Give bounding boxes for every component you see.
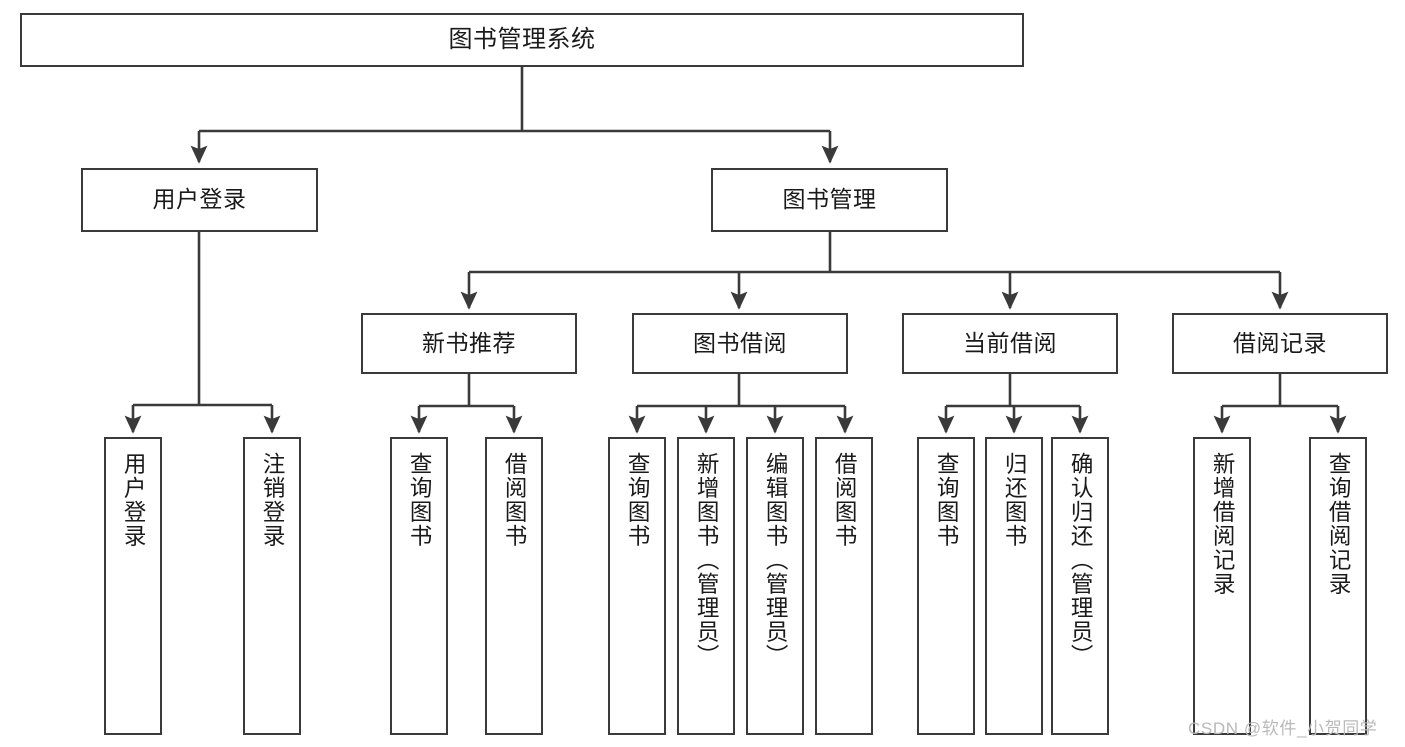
node-label: 查询借阅记录 (1326, 452, 1352, 596)
leaf-book-borrow-borrow[interactable]: 借阅图书 (815, 437, 873, 735)
leaf-borrow-record-add[interactable]: 新增借阅记录 (1193, 437, 1251, 735)
leaf-user-login-logout[interactable]: 注销登录 (243, 437, 301, 735)
leaf-current-borrow-query[interactable]: 查询图书 (917, 437, 975, 735)
node-label: 新增借阅记录 (1210, 452, 1236, 596)
node-label: 图书管理系统 (448, 25, 596, 53)
leaf-book-borrow-edit[interactable]: 编辑图书（管理员） (746, 437, 804, 735)
node-label: 确认归还（管理员） (1068, 452, 1094, 668)
node-label: 新书推荐 (422, 329, 516, 356)
node-label: 借阅图书 (502, 452, 528, 548)
leaf-new-book-query[interactable]: 查询图书 (390, 437, 448, 735)
node-label: 查询图书 (407, 452, 433, 548)
node-borrow-record[interactable]: 借阅记录 (1172, 313, 1388, 374)
node-label: 图书管理 (782, 186, 877, 213)
leaf-book-borrow-add[interactable]: 新增图书（管理员） (677, 437, 735, 735)
node-label: 新增图书（管理员） (694, 452, 720, 668)
node-current-borrow[interactable]: 当前借阅 (902, 313, 1118, 374)
leaf-book-borrow-query[interactable]: 查询图书 (608, 437, 666, 735)
node-label: 注销登录 (260, 452, 286, 548)
node-book-management[interactable]: 图书管理 (711, 168, 948, 232)
node-label: 查询图书 (625, 452, 651, 548)
leaf-new-book-borrow[interactable]: 借阅图书 (485, 437, 543, 735)
node-label: 用户登录 (152, 186, 247, 213)
node-label: 当前借阅 (963, 329, 1057, 356)
node-user-login[interactable]: 用户登录 (81, 168, 318, 232)
node-label: 用户登录 (121, 452, 147, 548)
node-label: 归还图书 (1002, 452, 1028, 548)
node-label: 查询图书 (934, 452, 960, 548)
node-root-system[interactable]: 图书管理系统 (20, 13, 1024, 67)
node-label: 借阅图书 (832, 452, 858, 548)
csdn-watermark: CSDN @软件_小贺同学 (1188, 719, 1378, 738)
node-label: 图书借阅 (693, 329, 787, 356)
node-new-book-recommend[interactable]: 新书推荐 (361, 313, 577, 374)
leaf-current-borrow-confirm-return[interactable]: 确认归还（管理员） (1051, 437, 1109, 735)
leaf-borrow-record-query[interactable]: 查询借阅记录 (1309, 437, 1367, 735)
leaf-current-borrow-return[interactable]: 归还图书 (985, 437, 1043, 735)
node-book-borrow[interactable]: 图书借阅 (632, 313, 848, 374)
node-label: 借阅记录 (1233, 329, 1327, 356)
node-label: 编辑图书（管理员） (763, 452, 789, 668)
leaf-user-login-login[interactable]: 用户登录 (104, 437, 162, 735)
